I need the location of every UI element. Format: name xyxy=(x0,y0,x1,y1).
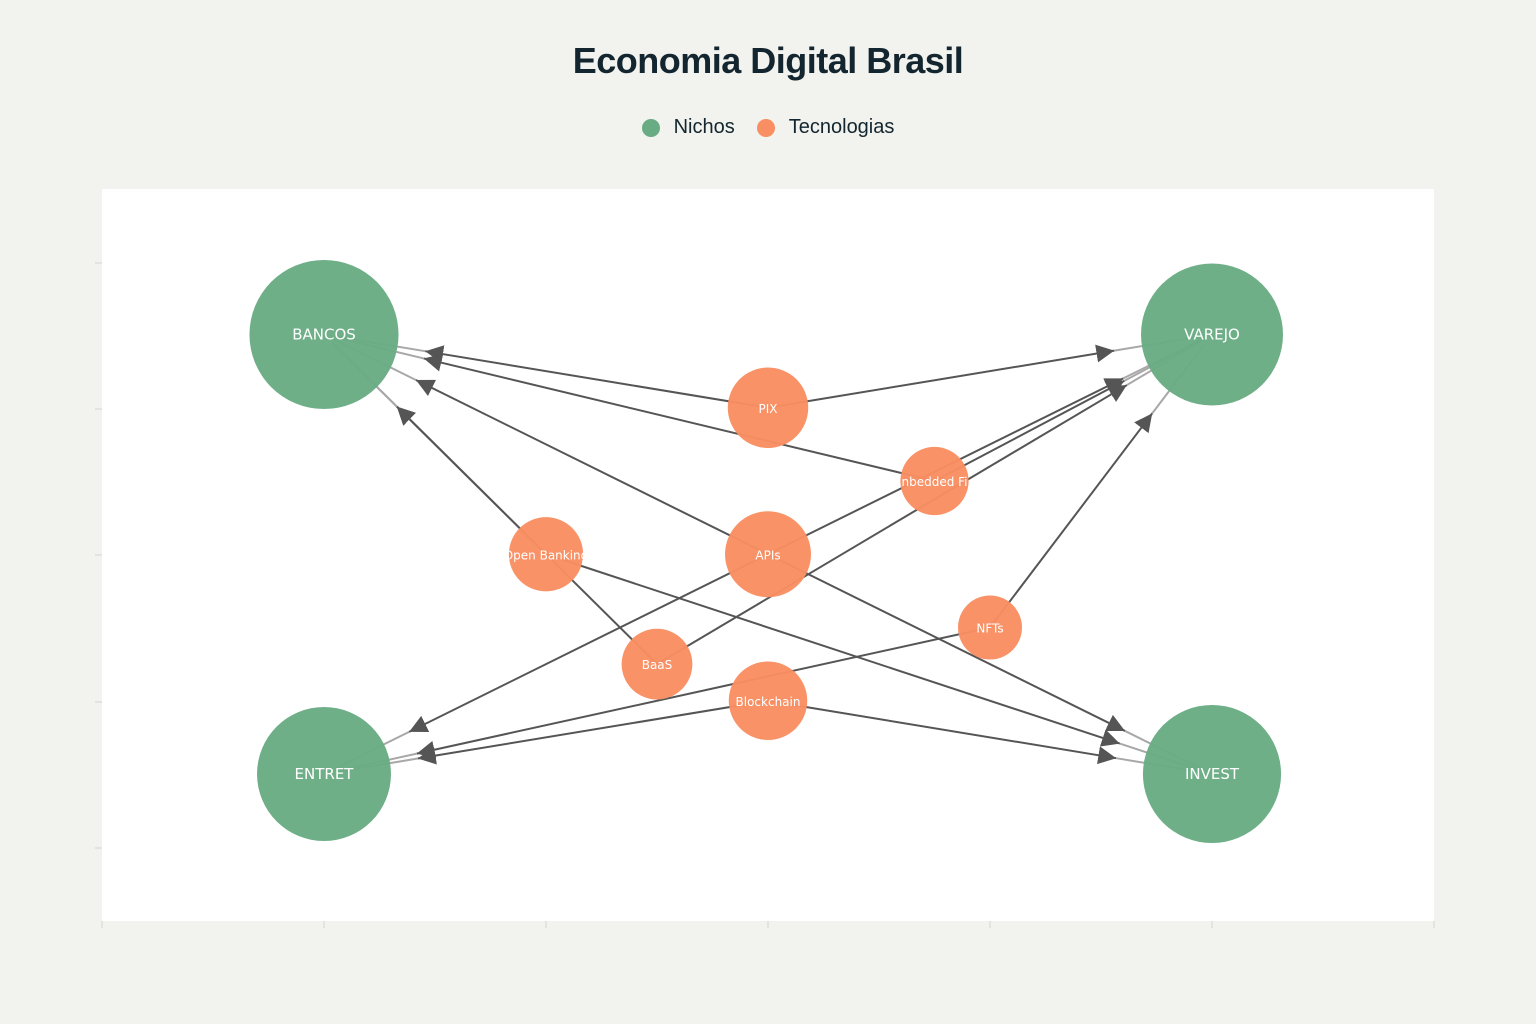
legend-item-nichos[interactable]: Nichos xyxy=(641,116,735,139)
node-bancos[interactable]: BANCOS xyxy=(249,259,399,410)
node-circle[interactable] xyxy=(728,661,808,740)
edge-line xyxy=(416,626,991,759)
node-embfin[interactable]: nbedded Fi xyxy=(900,446,969,516)
legend-label-nichos: Nichos xyxy=(673,116,735,138)
node-label: BANCOS xyxy=(292,326,356,344)
edge-line xyxy=(415,379,769,556)
edge-line xyxy=(656,384,1128,665)
node-label: ENTRET xyxy=(295,765,355,783)
edge-line xyxy=(423,353,935,482)
nodes-layer: BANCOS VAREJO ENTRET INVEST PIX nbedded Fi Ope… xyxy=(249,259,1283,844)
node-label: NFTs xyxy=(976,622,1003,636)
node-label: VAREJO xyxy=(1184,326,1240,344)
node-label: INVEST xyxy=(1185,765,1240,783)
node-circle[interactable] xyxy=(958,595,1022,660)
node-circle[interactable] xyxy=(900,446,969,516)
node-label: PIX xyxy=(759,402,778,416)
edge-line xyxy=(767,553,1126,732)
node-baas[interactable]: BaaS xyxy=(621,628,693,700)
legend-label-tecnologias: Tecnologias xyxy=(788,116,895,138)
node-circle[interactable] xyxy=(508,517,584,592)
axis-ticks xyxy=(95,262,1435,928)
edge-line xyxy=(408,553,769,733)
node-pix[interactable]: PIX xyxy=(727,367,809,448)
node-circle[interactable] xyxy=(249,259,399,410)
node-entret[interactable]: ENTRET xyxy=(257,707,391,841)
node-label: APIs xyxy=(755,548,780,562)
node-circle[interactable] xyxy=(257,707,391,841)
node-circle[interactable] xyxy=(1142,704,1282,844)
node-blockchain[interactable]: Blockchain xyxy=(728,661,808,740)
legend-item-tecnologias[interactable]: Tecnologias xyxy=(756,116,895,139)
node-label: Open Banking xyxy=(504,548,589,562)
node-varejo[interactable]: VAREJO xyxy=(1141,263,1283,406)
node-label: BaaS xyxy=(642,658,673,672)
node-circle[interactable] xyxy=(727,367,809,448)
node-apis[interactable]: APIs xyxy=(725,511,811,598)
edge-line xyxy=(934,379,1125,482)
legend: Nichos Tecnologias xyxy=(0,116,1536,139)
edge-line xyxy=(545,553,1121,747)
legend-marker-tecnologias xyxy=(756,118,775,137)
node-openb[interactable]: Open Banking xyxy=(504,517,589,592)
chart-title: Economia Digital Brasil xyxy=(572,40,964,81)
node-circle[interactable] xyxy=(725,511,811,598)
node-circle[interactable] xyxy=(621,628,693,700)
edge-line xyxy=(767,699,1117,765)
edge-line xyxy=(417,699,769,765)
node-label: nbedded Fi xyxy=(901,475,967,489)
legend-marker-nichos xyxy=(641,118,660,137)
node-circle[interactable] xyxy=(1141,263,1283,406)
edge-line xyxy=(767,344,1115,409)
edge-line xyxy=(425,345,769,409)
node-label: Blockchain xyxy=(736,695,801,709)
node-nfts[interactable]: NFTs xyxy=(958,595,1022,660)
node-invest[interactable]: INVEST xyxy=(1142,704,1282,844)
edge-line xyxy=(989,412,1154,629)
